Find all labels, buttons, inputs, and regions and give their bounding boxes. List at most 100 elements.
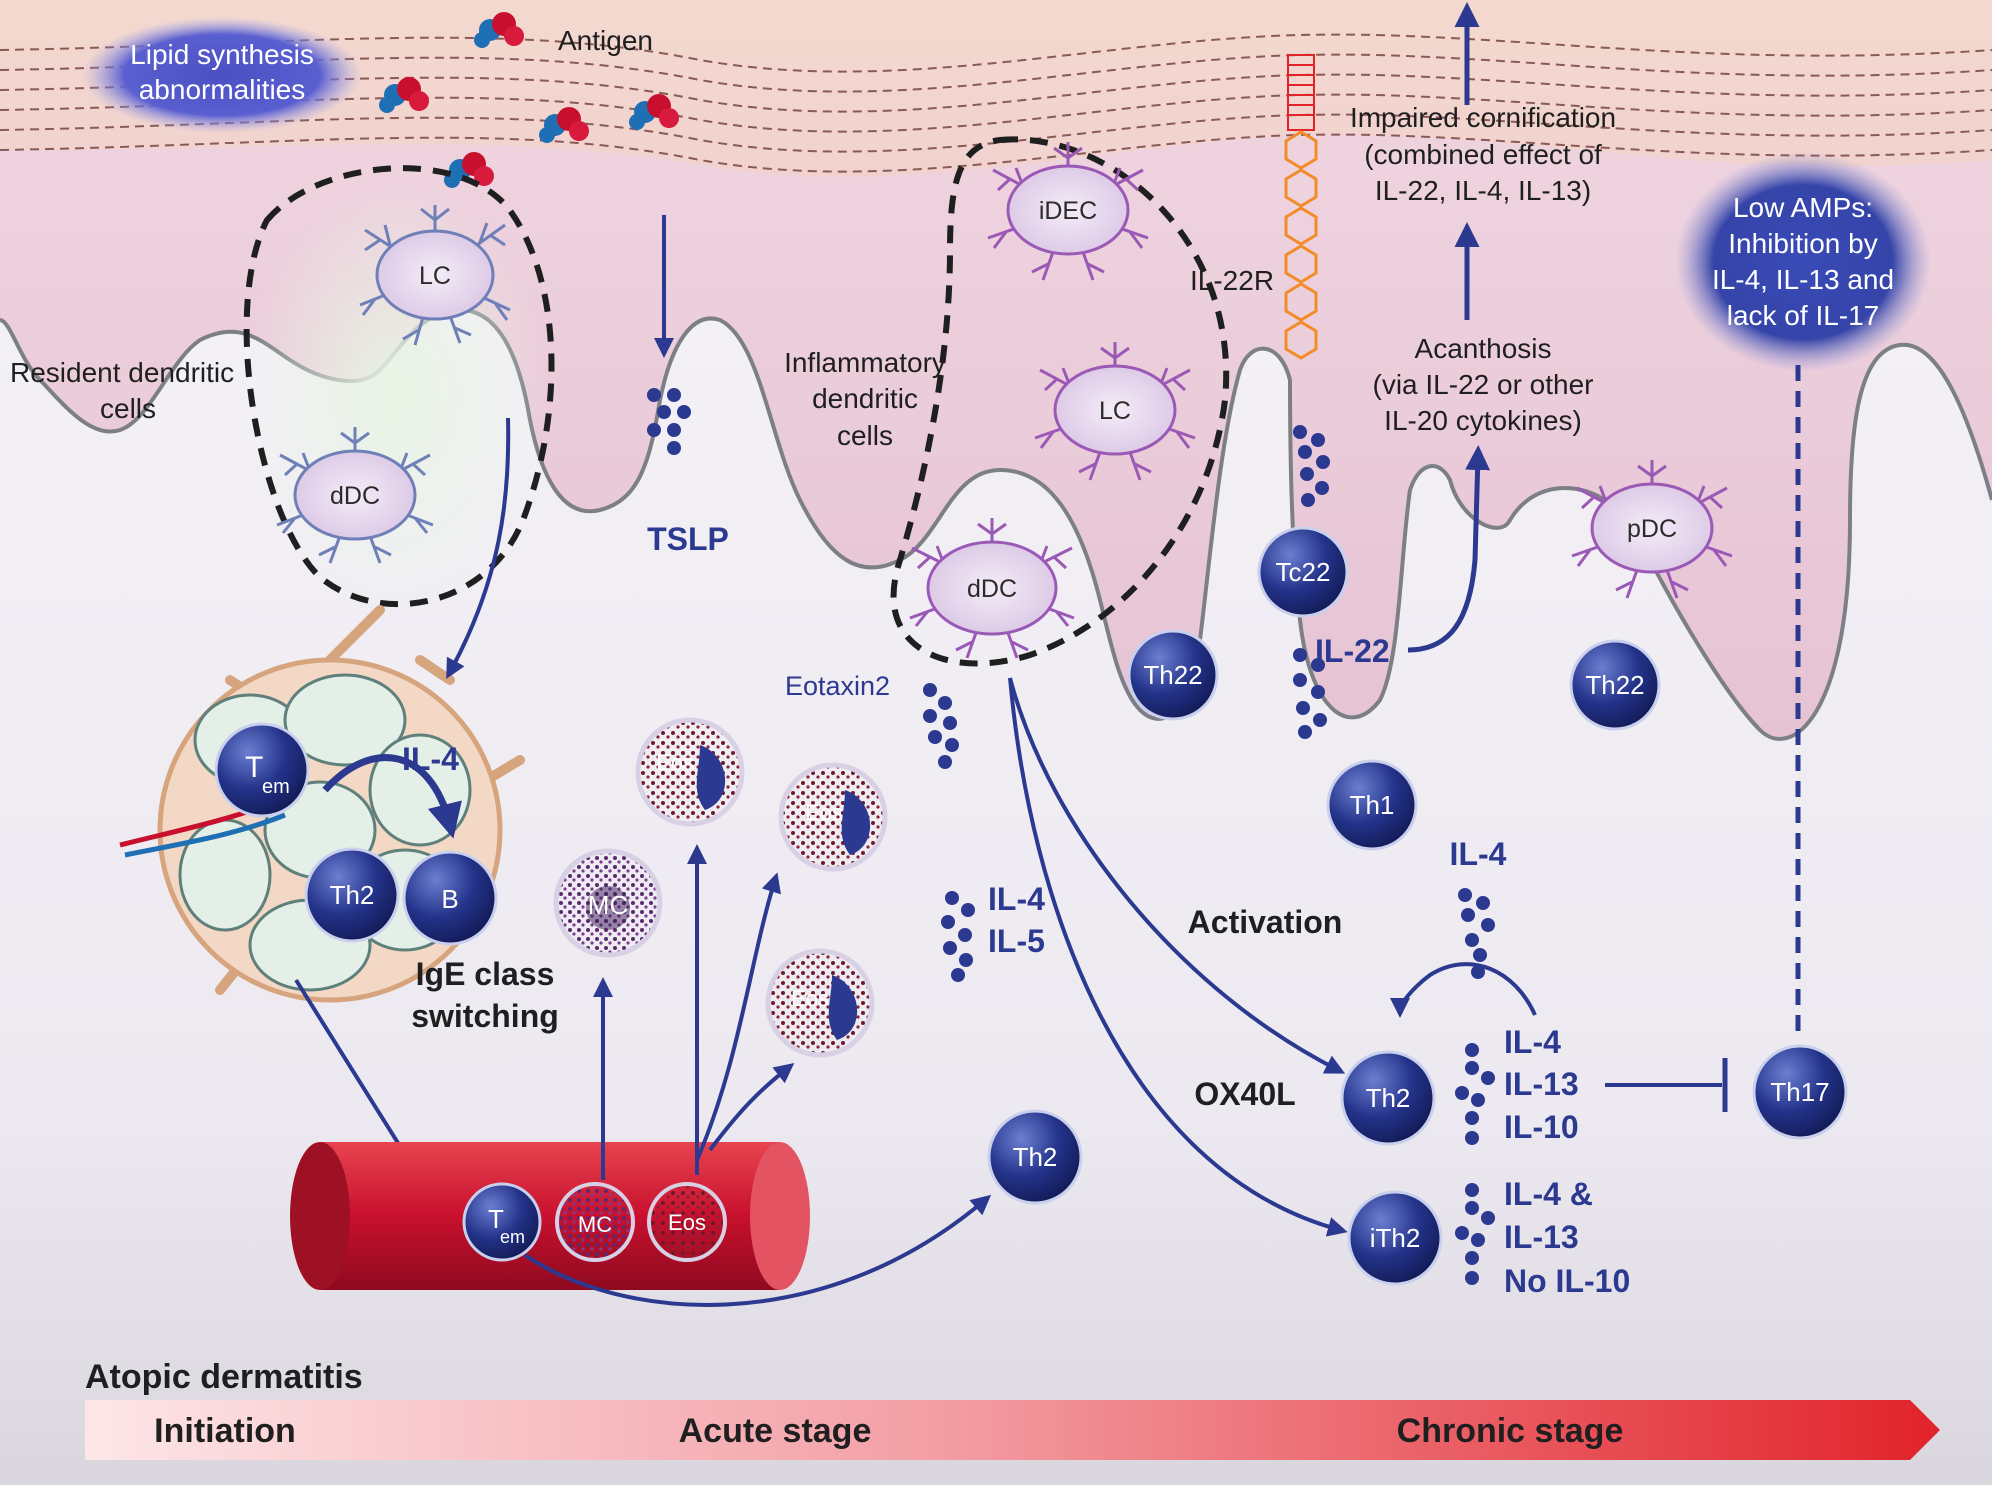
ox40l-label: OX40L [1194,1076,1295,1112]
eos-cell-3 [765,948,875,1058]
th22-cell-b [1569,639,1661,731]
th2-right-dots [1455,1043,1495,1145]
b-cell [402,850,498,946]
il22-label: IL-22 [1315,633,1390,669]
ith2-dots [1455,1183,1495,1285]
tc22-label: Tc22 [1276,557,1331,587]
ige-label-2: switching [411,998,559,1034]
th22-a-label: Th22 [1143,660,1202,690]
ddc-label: dDC [330,482,380,510]
stratum-corneum [0,0,1992,177]
il4-top-label: IL-4 [1450,836,1507,872]
pdc-cell [1571,460,1733,599]
ith2-cell [1347,1190,1443,1286]
th22-b-label: Th22 [1585,670,1644,700]
eos-blood-cell [647,1182,727,1262]
resident-label-1: Resident dendritic [10,357,234,388]
il22-dots [1293,648,1327,739]
th17-label: Th17 [1770,1077,1829,1107]
il5-mid-label: IL-5 [988,923,1045,959]
amps-label-2: Inhibition by [1728,228,1877,259]
lc-label: LC [419,262,451,290]
lc-cell [359,205,511,346]
tslp-dots [647,388,691,455]
antigen-label: Antigen [558,25,653,56]
eos-blood-label: Eos [668,1210,706,1235]
tem-blood-label: T [488,1204,504,1234]
il4-top-dots [1458,888,1495,979]
ddc-resident-cell [276,427,434,564]
tslp-label: TSLP [647,521,729,557]
b-label: B [441,884,458,914]
ith2-label: iTh2 [1370,1223,1421,1253]
il22r-receptor [1284,54,1318,360]
amps-label-3: IL-4, IL-13 and [1712,264,1894,295]
inflam-label-3: cells [837,420,893,451]
mc-label: MC [588,890,628,920]
lc-inflam-cell [1034,342,1196,481]
pdc-label: pDC [1627,515,1677,543]
timeline-acute: Acute stage [679,1412,872,1450]
tc22-cell [1257,526,1349,618]
mc-blood-cell [555,1182,635,1262]
resident-dc-outline [243,165,555,608]
th1-label: Th1 [1350,790,1395,820]
eos-cell-1 [635,717,745,827]
mc-cell [553,848,663,958]
eotaxin2-label: Eotaxin2 [785,671,890,701]
stratum-lines [0,33,1992,173]
activation-arrow [1008,677,1346,1074]
il22r-dots [1293,425,1330,507]
timeline-initiation: Initiation [154,1412,296,1450]
th2-lymph-cell [304,847,400,943]
eos3-label: Eos [791,986,829,1011]
amps-label-4: lack of IL-17 [1727,300,1880,331]
il4-feedback-arrow [1390,962,1537,1018]
ox40l-arrow [1008,677,1348,1237]
th2-blood-cell [987,1109,1083,1205]
th2-right-il13: IL-13 [1504,1066,1579,1102]
il4-mid-label: IL-4 [988,881,1045,917]
tem-blood-sub-label: em [500,1227,525,1247]
th22-cell-a [1127,629,1219,721]
ith2-label-1: IL-4 & [1504,1176,1593,1212]
inflam-label-2: dendritic [812,383,918,414]
resident-label-2: cells [100,393,156,424]
tem-label: T [245,751,263,784]
acanthosis-label-2: (via IL-22 or other [1373,369,1594,400]
th2-right-cell [1340,1050,1436,1146]
timeline-chronic: Chronic stage [1397,1412,1624,1450]
epidermis-layer [0,0,1992,739]
lipid-label-1: Lipid synthesis [130,39,314,70]
timeline-arrow [85,1400,1940,1460]
amps-glow [1675,152,1931,372]
acanthosis-arrow [1407,445,1491,653]
eos2-label: Eos [805,800,843,825]
inflammatory-dc-outline [890,136,1230,667]
impaired-label-2: (combined effect of [1364,139,1602,170]
tem-blood-cell [462,1182,542,1262]
th1-cell [1326,759,1418,851]
acanthosis-label-3: IL-20 cytokines) [1384,405,1582,436]
th2-blood-label: Th2 [1013,1142,1058,1172]
acanthosis-label-1: Acanthosis [1415,333,1552,364]
ige-label-1: IgE class [416,956,555,992]
il4-il5-dots [941,891,975,982]
mc-blood-label: MC [578,1212,612,1237]
lipid-label-2: abnormalities [139,74,306,105]
vessel-to-th2-arrow [523,1194,992,1307]
eotaxin2-dots [923,683,959,769]
impaired-label-1: Impaired cornification [1350,102,1616,133]
il4-lymph-label: IL-4 [402,741,459,777]
dc-to-lymph-arrow [446,417,511,680]
ith2-label-3: No IL-10 [1504,1263,1630,1299]
eos-cell-2 [778,762,888,872]
th17-cell [1752,1044,1848,1140]
ddc2-label: dDC [967,575,1017,603]
il4-lymph-arrow [322,754,462,839]
th2-right-il10: IL-10 [1504,1109,1579,1145]
il22r-label: IL-22R [1190,265,1274,296]
lipid-glow [82,17,362,133]
inflam-label-1: Inflammatory [784,347,946,378]
